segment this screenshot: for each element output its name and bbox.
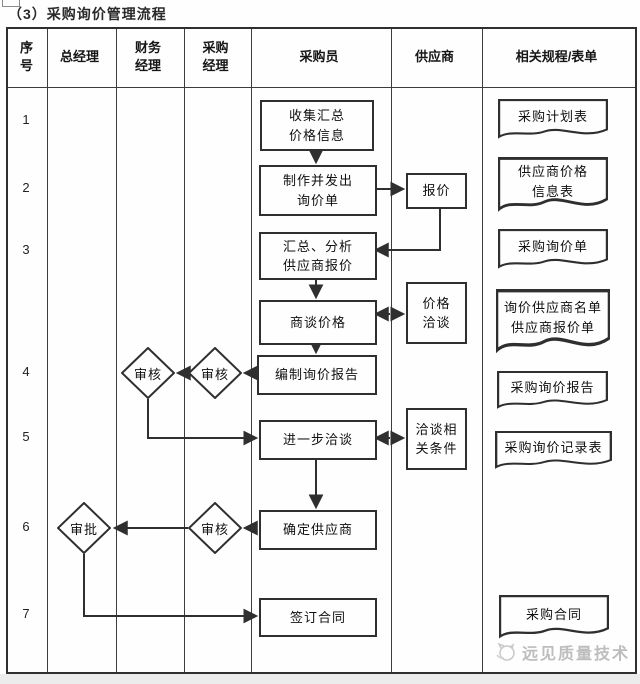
decision-label: 审批 — [69, 521, 98, 537]
row-number-7: 7 — [22, 606, 30, 621]
document-shape — [497, 371, 608, 409]
step-make-inquiry: 制作并发出 询价单 — [259, 165, 377, 216]
step-determine-supplier: 确定供应商 — [259, 510, 377, 550]
doc-label: 采购询价报告 — [510, 380, 595, 396]
doc-label: 供应商价格 信息表 — [517, 163, 588, 199]
header-divider — [8, 87, 635, 88]
decision-review-purchasing: 审核 — [188, 347, 242, 399]
diamond-shape — [188, 502, 242, 554]
header-seq: 序 号 — [19, 39, 33, 73]
column-divider — [482, 29, 483, 672]
document-shape — [499, 595, 609, 639]
document-shape — [495, 431, 612, 469]
row-number-6: 6 — [22, 519, 30, 534]
diamond-shape — [188, 347, 242, 399]
doc-label: 采购合同 — [525, 606, 582, 622]
doc-inquiry-form: 采购询价单 — [498, 229, 608, 271]
decision-approve-gm: 审批 — [57, 502, 111, 554]
column-divider — [116, 29, 117, 672]
doc-supplier-price-info: 供应商价格 信息表 — [498, 157, 608, 215]
diamond-shape — [121, 347, 175, 399]
supplier-talk-conditions: 洽谈相 关条件 — [406, 408, 467, 470]
page-title: （3）采购询价管理流程 — [8, 6, 167, 22]
decision-review-finance: 审核 — [121, 347, 175, 399]
decision-label: 审核 — [133, 366, 162, 382]
document-shape — [496, 289, 610, 354]
row-number-3: 3 — [22, 242, 30, 257]
step-sign-contract: 签订合同 — [259, 598, 377, 637]
doc-label: 采购询价记录表 — [504, 440, 603, 456]
bottom-strip — [0, 674, 640, 684]
decision-label: 审核 — [200, 521, 229, 537]
cropped-box-artifact — [2, 0, 20, 7]
document-shape — [498, 229, 608, 269]
document-shape — [498, 157, 608, 212]
diamond-shape — [57, 502, 111, 554]
flowchart-table — [6, 27, 637, 674]
row-number-4: 4 — [22, 364, 30, 379]
column-divider — [391, 29, 392, 672]
row-number-1: 1 — [22, 112, 30, 127]
header-purchasing: 采购 经理 — [202, 39, 229, 73]
header-finance: 财务 经理 — [134, 39, 161, 73]
step-collect-prices: 收集汇总 价格信息 — [260, 100, 374, 151]
row-number-2: 2 — [22, 180, 30, 195]
column-divider — [184, 29, 185, 672]
step-inquiry-report: 编制询价报告 — [257, 355, 377, 395]
header-supplier: 供应商 — [414, 48, 454, 64]
row-number-5: 5 — [22, 429, 30, 444]
column-divider — [47, 29, 48, 672]
doc-label: 询价供应商名单 供应商报价单 — [503, 300, 602, 336]
header-gm: 总经理 — [59, 48, 99, 64]
column-divider — [251, 29, 252, 672]
watermark-text: 远见质量技术 — [522, 646, 631, 663]
watermark: 远见质量技术 — [495, 640, 630, 664]
header-forms: 相关规程/表单 — [515, 48, 598, 64]
step-further-talk: 进一步洽谈 — [259, 420, 377, 460]
decision-review-purchasing-2: 审核 — [188, 502, 242, 554]
supplier-quote: 报价 — [406, 173, 467, 209]
doc-supplier-list-quotes: 询价供应商名单 供应商报价单 — [496, 289, 610, 357]
doc-purchase-plan: 采购计划表 — [498, 99, 608, 141]
decision-label: 审核 — [200, 366, 229, 382]
header-purchaser: 采购员 — [299, 48, 339, 64]
supplier-price-talk: 价格 洽谈 — [406, 282, 467, 344]
doc-purchase-contract: 采购合同 — [499, 595, 609, 641]
doc-inquiry-report: 采购询价报告 — [497, 371, 608, 411]
step-summarize-quotes: 汇总、分析 供应商报价 — [259, 232, 377, 280]
step-negotiate-price: 商谈价格 — [259, 300, 377, 345]
watermark-logo-icon — [496, 642, 515, 661]
doc-label: 采购计划表 — [517, 108, 588, 124]
document-shape — [498, 99, 608, 139]
doc-label: 采购询价单 — [517, 238, 588, 254]
doc-inquiry-record: 采购询价记录表 — [495, 431, 612, 471]
